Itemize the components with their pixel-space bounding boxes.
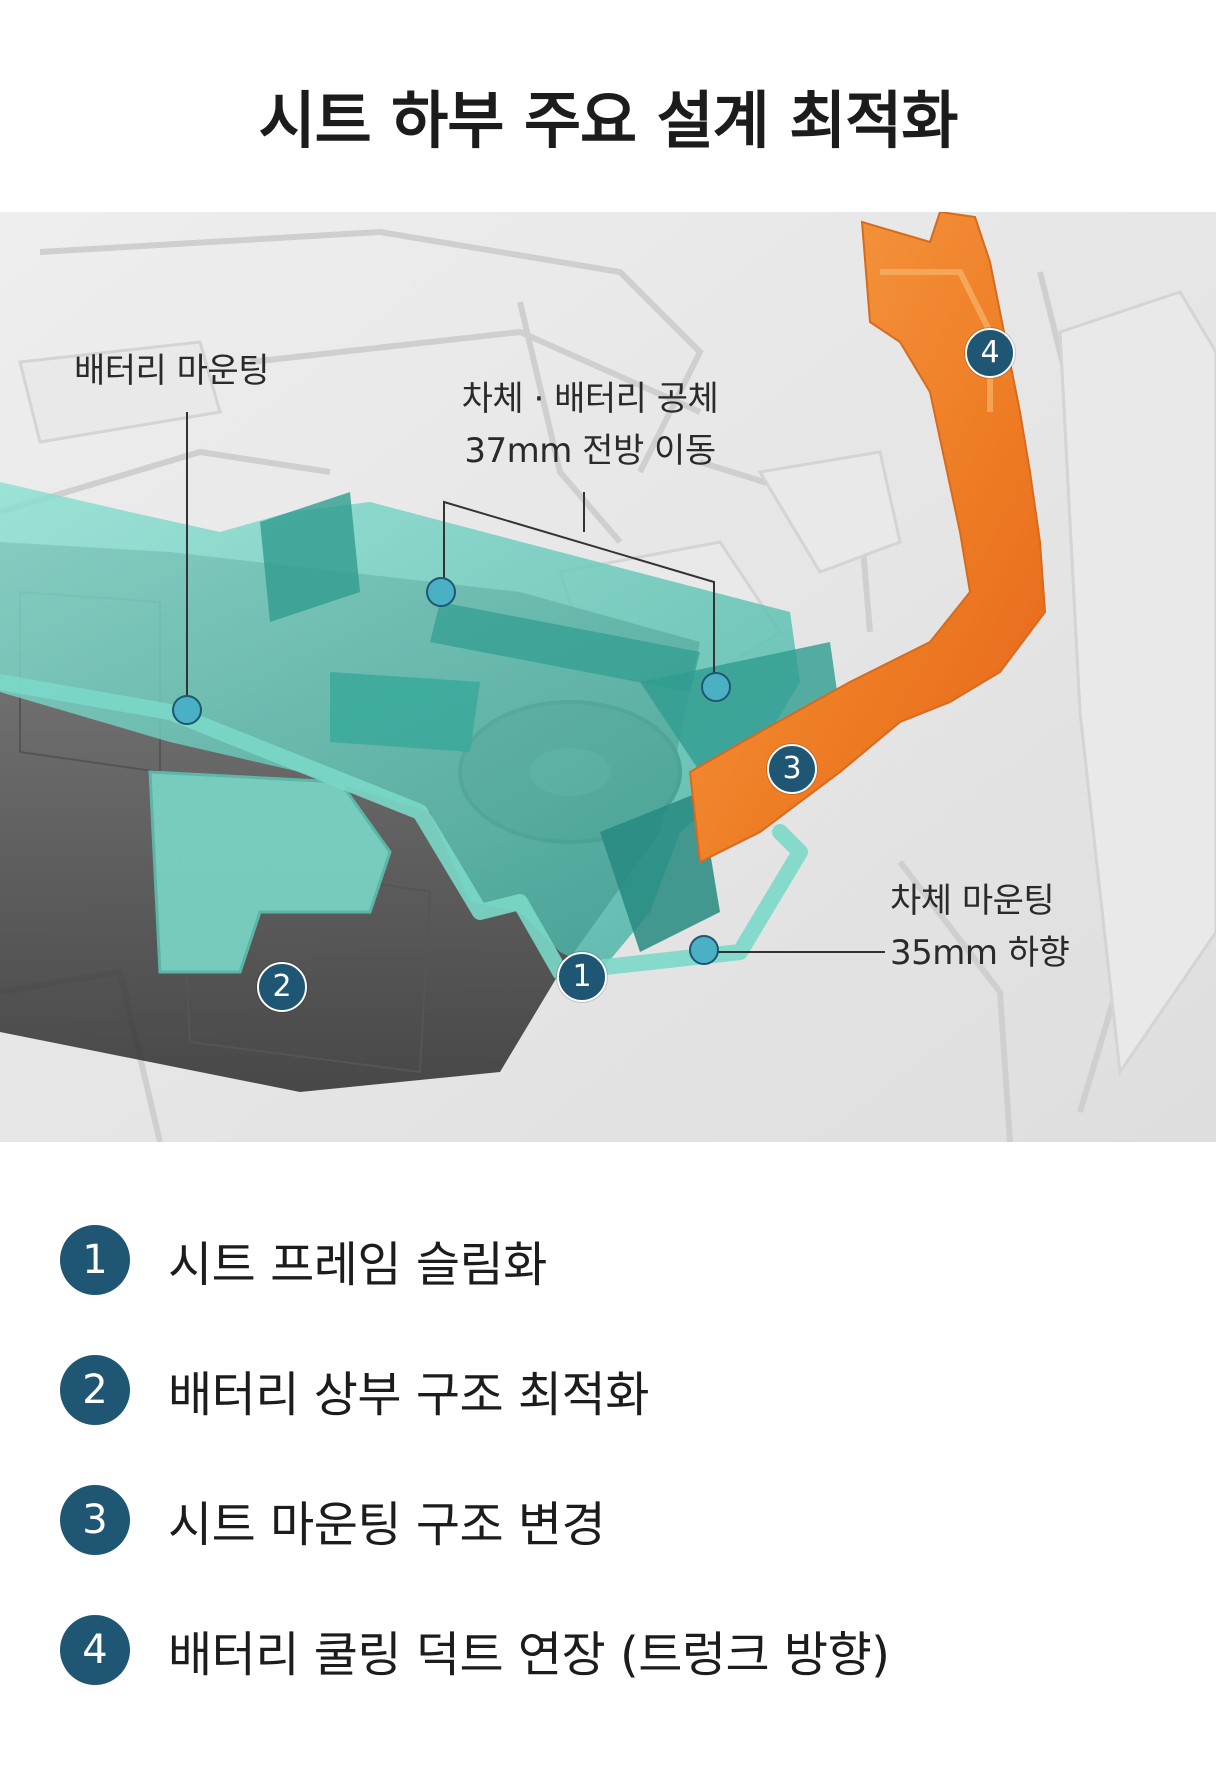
leader-lines	[186, 412, 885, 953]
battery-upper-bracket	[148, 770, 392, 974]
underbody-diagram	[0, 212, 1216, 1142]
legend-label: 시트 프레임 슬림화	[168, 1237, 547, 1293]
seat-underbody-illustration: 배터리 마운팅 차체 · 배터리 공체 37mm 전방 이동 차체 마운팅 35…	[0, 212, 1216, 1142]
legend-number-badge: 3	[60, 1485, 130, 1555]
legend-label: 배터리 상부 구조 최적화	[168, 1367, 649, 1423]
legend-item: 4 배터리 쿨링 덕트 연장 (트렁크 방향)	[60, 1615, 1160, 1685]
mount-points	[172, 577, 731, 965]
seat-frame	[0, 482, 840, 972]
callout-body-battery-gap-line1: 차체 · 배터리 공체	[461, 379, 719, 419]
legend-label: 시트 마운팅 구조 변경	[168, 1497, 606, 1553]
marker-4: 4	[965, 328, 1015, 378]
legend-number-badge: 4	[60, 1615, 130, 1685]
legend-number-badge: 2	[60, 1355, 130, 1425]
legend-item: 1 시트 프레임 슬림화	[60, 1225, 1160, 1295]
callout-body-battery-gap-line2: 37mm 전방 이동	[464, 431, 716, 471]
callout-body-mounting-line2: 35mm 하향	[890, 933, 1070, 973]
marker-2: 2	[257, 962, 307, 1012]
callout-battery-mounting: 배터리 마운팅	[74, 351, 270, 391]
legend-label: 배터리 쿨링 덕트 연장 (트렁크 방향)	[168, 1627, 890, 1683]
legend-list: 1 시트 프레임 슬림화 2 배터리 상부 구조 최적화 3 시트 마운팅 구조…	[60, 1225, 1160, 1745]
marker-3: 3	[767, 744, 817, 794]
callout-body-mounting-line1: 차체 마운팅	[890, 881, 1055, 921]
legend-item: 2 배터리 상부 구조 최적화	[60, 1355, 1160, 1425]
page-title: 시트 하부 주요 설계 최적화	[258, 84, 959, 157]
legend-item: 3 시트 마운팅 구조 변경	[60, 1485, 1160, 1555]
marker-1: 1	[557, 952, 607, 1002]
legend-number-badge: 1	[60, 1225, 130, 1295]
battery-cooling-duct	[688, 212, 1047, 864]
frame-tube	[0, 674, 808, 980]
